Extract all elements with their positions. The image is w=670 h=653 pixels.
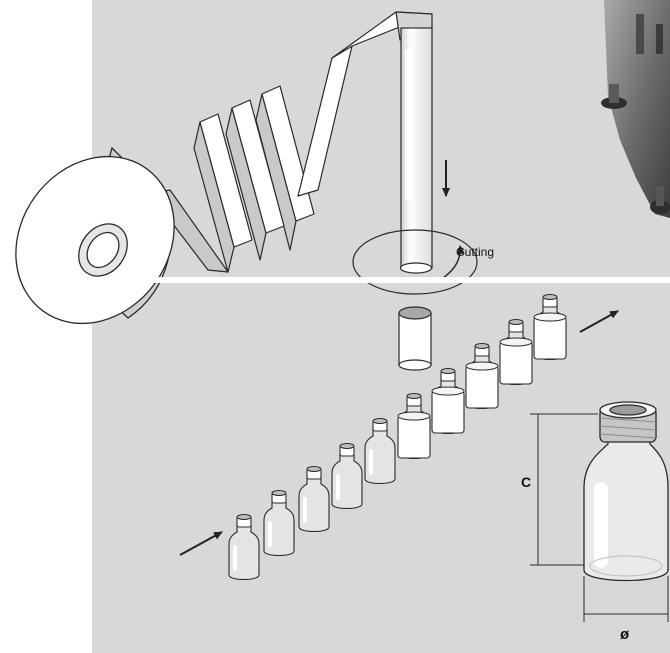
mandrel-post: [399, 27, 433, 274]
bottle: [228, 514, 260, 581]
height-dimension: [530, 413, 598, 566]
machine-photo-fragment: [601, 0, 670, 218]
panel-divider: [92, 277, 670, 283]
flow-arrow-icon: [579, 310, 619, 333]
diameter-label: ø: [620, 626, 630, 643]
sleeved-bottle: [431, 368, 465, 435]
diameter-dimension: [583, 576, 669, 622]
cutting-label: Cutting: [456, 245, 494, 259]
cutting-ring: [352, 229, 478, 295]
bottle: [331, 443, 363, 510]
bottle: [298, 466, 330, 533]
sleeved-bottle: [465, 343, 499, 410]
sleeved-bottle: [499, 319, 533, 386]
height-label: C: [521, 474, 531, 490]
detail-bottle: [583, 401, 669, 582]
cut-sleeve: [398, 306, 432, 371]
bottle-row: [228, 294, 567, 581]
bottle: [263, 490, 295, 557]
flow-arrow-icon: [179, 531, 223, 556]
bottle: [364, 418, 396, 485]
sleeved-bottle: [397, 393, 431, 460]
sleeved-bottle: [533, 294, 567, 361]
